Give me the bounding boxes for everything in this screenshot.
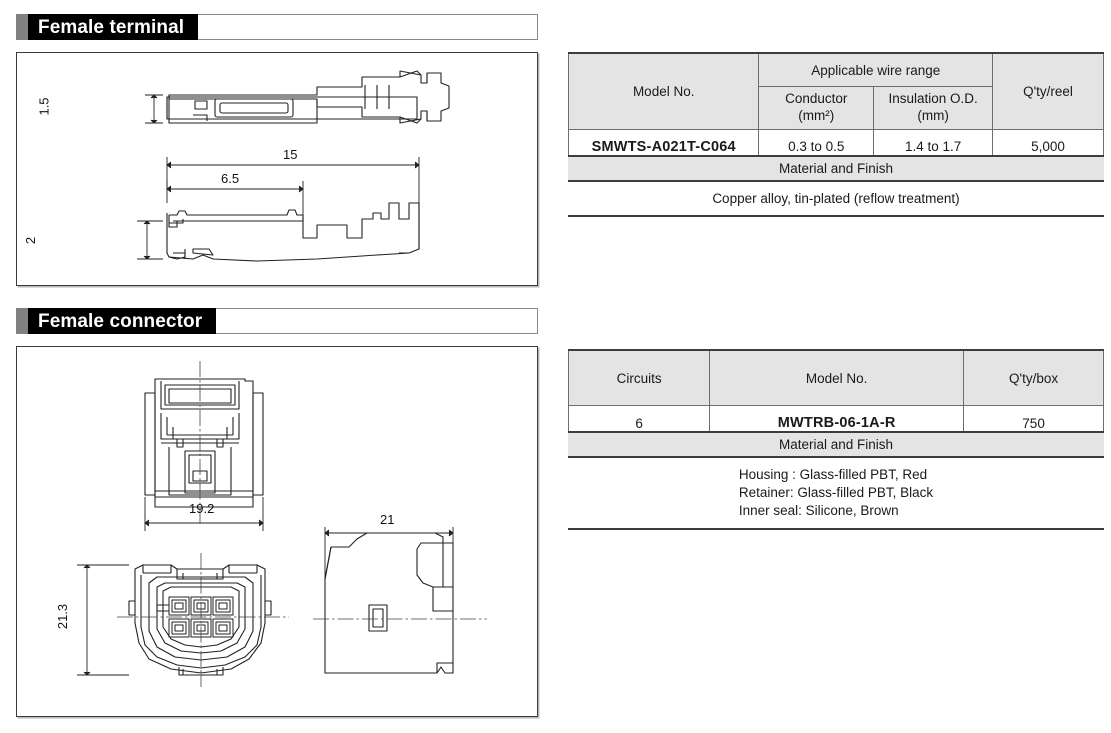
connector-drawing-svg: [77, 361, 487, 687]
section-header-title-block: Female connector: [28, 308, 217, 334]
section-header-rail: [216, 308, 538, 334]
connector-spec-table: Circuits Model No. Q'ty/box 6 MWTRB-06-1…: [567, 349, 1104, 442]
terminal-drawing-svg: [137, 70, 450, 262]
material-line: Retainer: Glass-filled PBT, Black: [738, 485, 934, 501]
dim-line-6p5: [166, 181, 304, 229]
terminal-drawing-panel: 1.5 15 6.5 2: [16, 52, 538, 286]
dimension-label-1p5: 1.5: [36, 97, 52, 116]
dimension-label-21p3: 21.3: [55, 603, 71, 630]
dim-line-21p3: [77, 564, 129, 676]
header-conductor-unit: (mm²): [798, 107, 835, 123]
terminal-spec-table: Model No. Applicable wire range Q'ty/ree…: [567, 51, 1104, 166]
dimension-label-19p2: 19.2: [189, 501, 215, 516]
header-circuits: Circuits: [567, 349, 711, 406]
header-insulation: Insulation O.D. (mm): [873, 86, 994, 130]
header-insulation-label: Insulation O.D.: [888, 91, 978, 106]
dim-line-2: [137, 220, 163, 260]
material-line: Housing : Glass-filled PBT, Red: [738, 467, 928, 482]
header-insulation-unit: (mm): [917, 107, 949, 123]
material-line: Copper alloy, tin-plated (reflow treatme…: [712, 191, 960, 206]
material-line: Inner seal: Silicone, Brown: [738, 503, 899, 519]
table-header-row: Circuits Model No. Q'ty/box: [567, 349, 1104, 406]
header-model-no: Model No.: [709, 349, 965, 406]
header-wire-range-group: Applicable wire range: [758, 52, 994, 87]
table-header-row-group: Model No. Applicable wire range Q'ty/ree…: [567, 51, 1104, 130]
header-qty-box: Q'ty/box: [963, 349, 1104, 406]
dimension-label-6p5: 6.5: [221, 171, 240, 186]
dim-line-21: [324, 527, 454, 579]
section-header-female-terminal: Female terminal: [16, 14, 538, 40]
dim-line-15: [166, 157, 420, 203]
section-header-tab-icon: [16, 14, 28, 40]
section-header-female-connector: Female connector: [16, 308, 538, 334]
terminal-material-block: Material and Finish Copper alloy, tin-pl…: [568, 155, 1104, 218]
dimension-label-21: 21: [380, 512, 395, 527]
section-title: Female connector: [38, 310, 203, 332]
section-header-title-block: Female terminal: [28, 14, 199, 40]
dim-line-19p2: [144, 497, 264, 531]
header-conductor-label: Conductor: [785, 91, 848, 106]
header-conductor: Conductor (mm²): [758, 86, 875, 130]
section-header-tab-icon: [16, 308, 28, 334]
dim-line-1p5: [145, 94, 163, 124]
header-model-no: Model No.: [567, 51, 760, 130]
material-body: Housing : Glass-filled PBT, Red Retainer…: [568, 458, 1104, 530]
connector-material-block: Material and Finish Housing : Glass-fill…: [568, 431, 1104, 530]
dimension-label-15: 15: [283, 147, 298, 162]
connector-drawing-panel: 19.2 21.3 21: [16, 346, 538, 717]
material-body: Copper alloy, tin-plated (reflow treatme…: [568, 182, 1104, 218]
dimension-label-2: 2: [23, 236, 39, 245]
section-title: Female terminal: [38, 16, 185, 38]
table-header-row-sub: Conductor (mm²) Insulation O.D. (mm): [569, 86, 1104, 130]
material-heading: Material and Finish: [568, 431, 1104, 458]
header-qty-reel: Q'ty/reel: [992, 51, 1104, 130]
section-header-rail: [198, 14, 538, 40]
material-heading: Material and Finish: [568, 155, 1104, 182]
